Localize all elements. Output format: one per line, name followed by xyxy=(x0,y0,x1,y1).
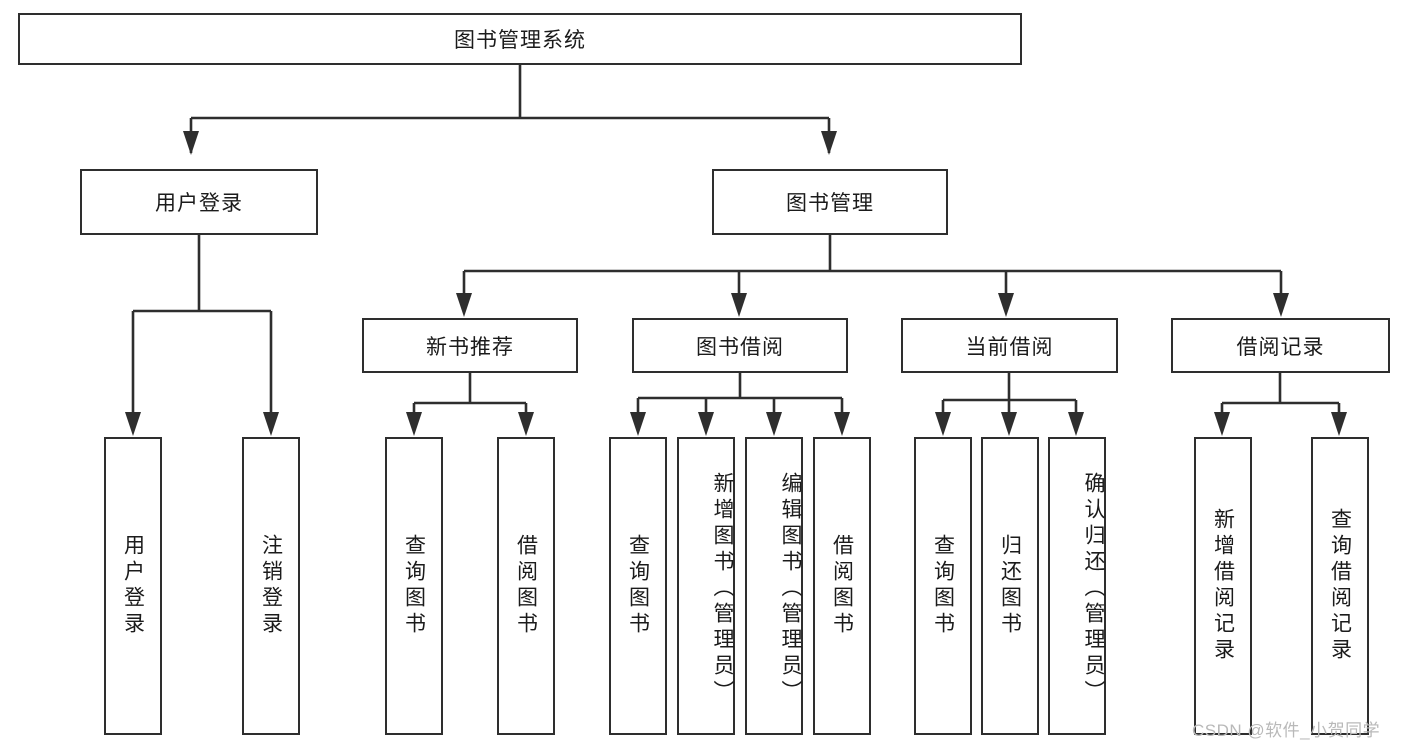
node-label: 查询图书 xyxy=(931,534,955,638)
node-label: 注销登录 xyxy=(259,534,283,638)
leaf-borrow-record-query-record[interactable]: 查询借阅记录 xyxy=(1311,437,1369,735)
leaf-current-borrow-return-book[interactable]: 归还图书 xyxy=(981,437,1039,735)
node-label: 图书管理系统 xyxy=(454,29,586,52)
node-borrow-record[interactable]: 借阅记录 xyxy=(1171,318,1390,373)
node-label: 图书管理 xyxy=(786,192,874,215)
leaf-book-borrow-add-book-admin[interactable]: 新增图书（管理员） xyxy=(677,437,735,735)
leaf-book-borrow-query-book[interactable]: 查询图书 xyxy=(609,437,667,735)
node-current-borrow[interactable]: 当前借阅 xyxy=(901,318,1118,373)
node-label: 查询图书 xyxy=(626,534,650,638)
leaf-user-login-login[interactable]: 用户登录 xyxy=(104,437,162,735)
watermark-text: CSDN @软件_小贺同学 xyxy=(1192,721,1381,740)
node-label: 当前借阅 xyxy=(965,335,1054,359)
leaf-user-login-logout[interactable]: 注销登录 xyxy=(242,437,300,735)
node-new-book-recommend[interactable]: 新书推荐 xyxy=(362,318,578,373)
node-label: 新增图书（管理员） xyxy=(711,472,734,706)
leaf-book-borrow-edit-book-admin[interactable]: 编辑图书（管理员） xyxy=(745,437,803,735)
node-label: 新书推荐 xyxy=(426,335,514,359)
node-label: 新增借阅记录 xyxy=(1211,508,1235,664)
node-user-login[interactable]: 用户登录 xyxy=(80,169,318,235)
node-label: 确认归还（管理员） xyxy=(1082,472,1105,706)
node-label: 图书借阅 xyxy=(696,335,784,359)
leaf-book-borrow-borrow-book[interactable]: 借阅图书 xyxy=(813,437,871,735)
leaf-new-book-query-book[interactable]: 查询图书 xyxy=(385,437,443,735)
node-label: 查询借阅记录 xyxy=(1328,508,1352,664)
node-label: 借阅图书 xyxy=(830,534,854,638)
node-label: 归还图书 xyxy=(998,534,1022,638)
leaf-current-borrow-confirm-return-admin[interactable]: 确认归还（管理员） xyxy=(1048,437,1106,735)
node-label: 用户登录 xyxy=(121,534,145,638)
leaf-borrow-record-add-record[interactable]: 新增借阅记录 xyxy=(1194,437,1252,735)
node-root-system[interactable]: 图书管理系统 xyxy=(18,13,1022,65)
node-label: 用户登录 xyxy=(155,192,243,215)
leaf-current-borrow-query-book[interactable]: 查询图书 xyxy=(914,437,972,735)
node-label: 查询图书 xyxy=(402,534,426,638)
node-label: 借阅图书 xyxy=(514,534,538,638)
leaf-new-book-borrow-book[interactable]: 借阅图书 xyxy=(497,437,555,735)
node-book-borrow[interactable]: 图书借阅 xyxy=(632,318,848,373)
node-label: 借阅记录 xyxy=(1236,335,1325,359)
node-book-management[interactable]: 图书管理 xyxy=(712,169,948,235)
node-label: 编辑图书（管理员） xyxy=(779,472,802,706)
